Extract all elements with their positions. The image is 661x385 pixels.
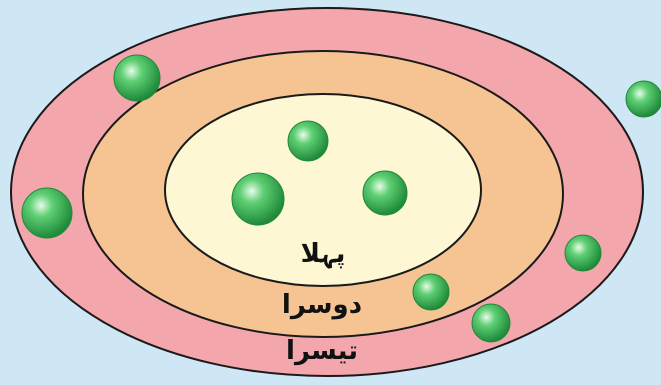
green-sphere-icon bbox=[114, 55, 160, 101]
ring-first-label: پہلا bbox=[301, 239, 346, 269]
green-sphere-icon bbox=[363, 171, 407, 215]
green-sphere-icon bbox=[288, 121, 328, 161]
green-sphere-icon bbox=[626, 81, 661, 117]
outside-spheres bbox=[626, 81, 661, 117]
green-sphere-icon bbox=[413, 274, 449, 310]
green-sphere-icon bbox=[232, 173, 284, 225]
ring-second-label: دوسرا bbox=[282, 290, 362, 320]
green-sphere-icon bbox=[565, 235, 601, 271]
ring-third-label: تیسرا bbox=[286, 336, 358, 366]
green-sphere-icon bbox=[22, 188, 72, 238]
green-sphere-icon bbox=[472, 304, 510, 342]
